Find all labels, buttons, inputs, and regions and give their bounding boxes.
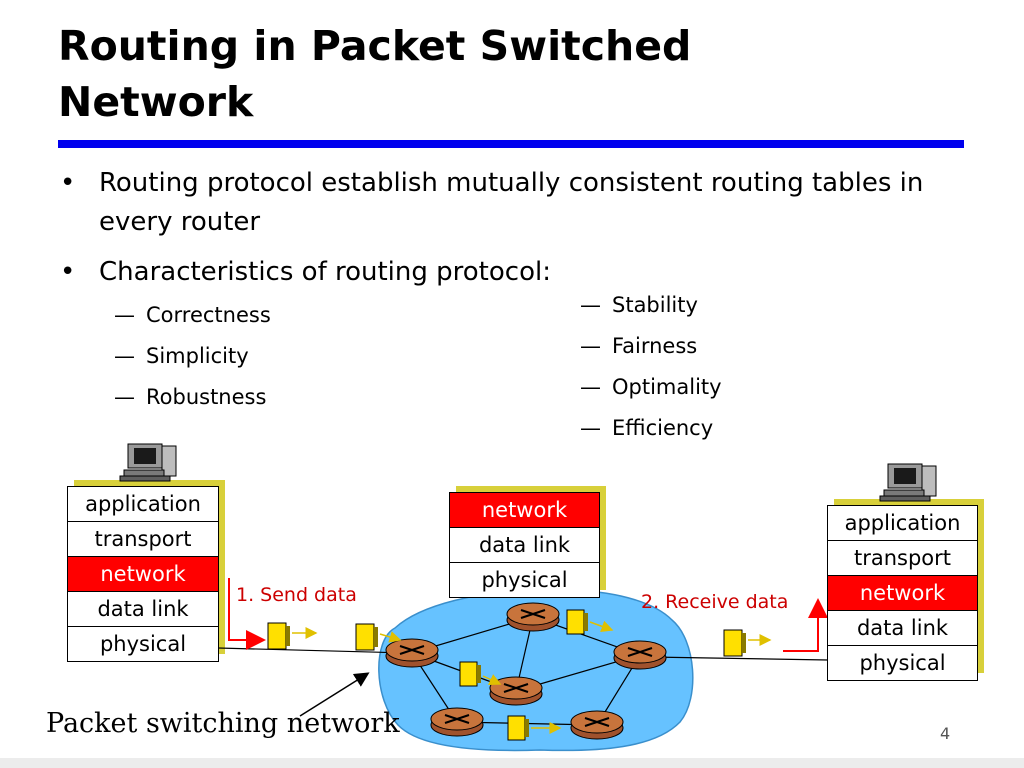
sub-item-label: Stability [612,293,698,317]
layer-transport: transport [68,522,218,557]
page-number: 4 [940,724,951,743]
bullet-symbol: • [60,168,76,198]
sub-item-label: Correctness [146,303,271,327]
host-link-right [649,656,829,661]
layer-data-link: data link [450,528,599,563]
sub-item-label: Efficiency [612,416,714,440]
footer-band [0,758,1024,768]
packet-icon [459,661,502,687]
layer-data-link: data link [68,592,218,627]
dash: — [114,344,135,368]
sub-item-robustness: — Robustness [114,384,266,410]
router-icon [385,638,439,668]
sub-item-label: Fairness [612,334,698,358]
network-caption: Packet switching network [46,708,400,739]
packet-icon [723,629,772,657]
dash: — [580,375,601,399]
computer-icon [119,443,177,482]
title-line-2: Network [58,78,254,126]
computer-icon [879,463,937,502]
packet-icon [507,715,562,741]
slide-title: Routing in Packet Switched Network [58,18,978,130]
sub-item-optimality: — Optimality [580,374,722,400]
layer-physical: physical [481,568,568,592]
sub-item-efficiency: — Efficiency [580,415,713,441]
dash: — [114,303,135,327]
bullet-text: Routing protocol establish mutually cons… [99,168,924,237]
router-icon [613,640,667,670]
layer-application: application [828,506,977,541]
dash: — [580,293,601,317]
dash: — [114,385,135,409]
sub-item-stability: — Stability [580,292,698,318]
layer-network: network [828,576,977,611]
layer-data-link: data link [828,611,977,646]
layer-physical: physical [99,632,187,656]
sub-item-label: Optimality [612,375,722,399]
layer-physical: physical [859,651,946,675]
sub-item-fairness: — Fairness [580,333,697,359]
title-line-1: Routing in Packet Switched [58,22,692,70]
router-icon [570,710,624,740]
sub-item-label: Robustness [146,385,267,409]
dash: — [580,416,601,440]
left-host-stack: application transport network data link … [67,480,225,662]
sub-item-simplicity: — Simplicity [114,343,249,369]
caption-arrow [299,672,370,717]
router-stack: network data link physical [449,486,606,598]
sub-item-label: Simplicity [146,344,249,368]
title-rule [58,140,964,148]
packet-icon [267,622,318,650]
packet-icon [355,623,402,651]
layer-network: network [450,493,599,528]
layer-network: network [68,557,218,592]
router-icon [506,602,560,632]
packet-icon [566,609,614,635]
send-arrow [228,578,266,650]
send-data-label: 1. Send data [236,584,357,606]
sub-item-correctness: — Correctness [114,302,271,328]
receive-arrow [783,598,828,652]
dash: — [580,334,601,358]
bullet-symbol: • [60,257,76,287]
router-icon [430,707,484,737]
layer-transport: transport [828,541,977,576]
right-host-stack: application transport network data link … [827,499,984,681]
router-icon [489,676,543,706]
receive-data-label: 2. Receive data [641,591,789,613]
host-link-left [217,647,409,654]
bullet-text: Characteristics of routing protocol: [99,257,551,287]
layer-application: application [68,487,218,522]
